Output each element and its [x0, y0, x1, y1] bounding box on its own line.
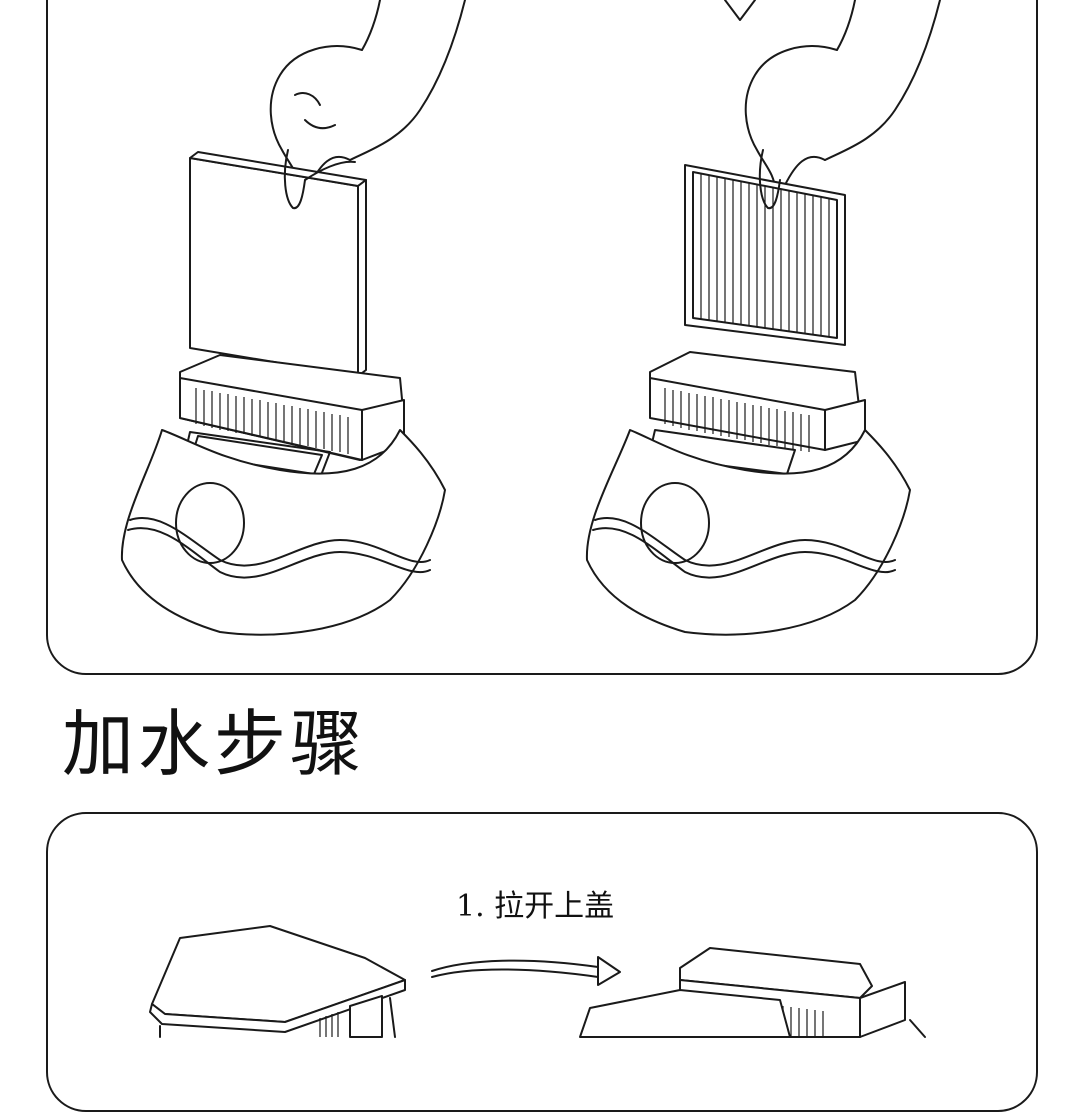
- device-with-opened-lid-illustration: [579, 947, 926, 1038]
- step-caption: 1. 拉开上盖: [456, 889, 615, 924]
- device-with-closed-lid-illustration: [149, 925, 406, 1038]
- hand-inserting-plain-filter-illustration: [120, 0, 466, 636]
- curved-right-arrow-icon: [431, 956, 621, 986]
- hand-inserting-pleated-filter-illustration: [585, 0, 941, 636]
- section-title: 加水步骤: [62, 702, 367, 786]
